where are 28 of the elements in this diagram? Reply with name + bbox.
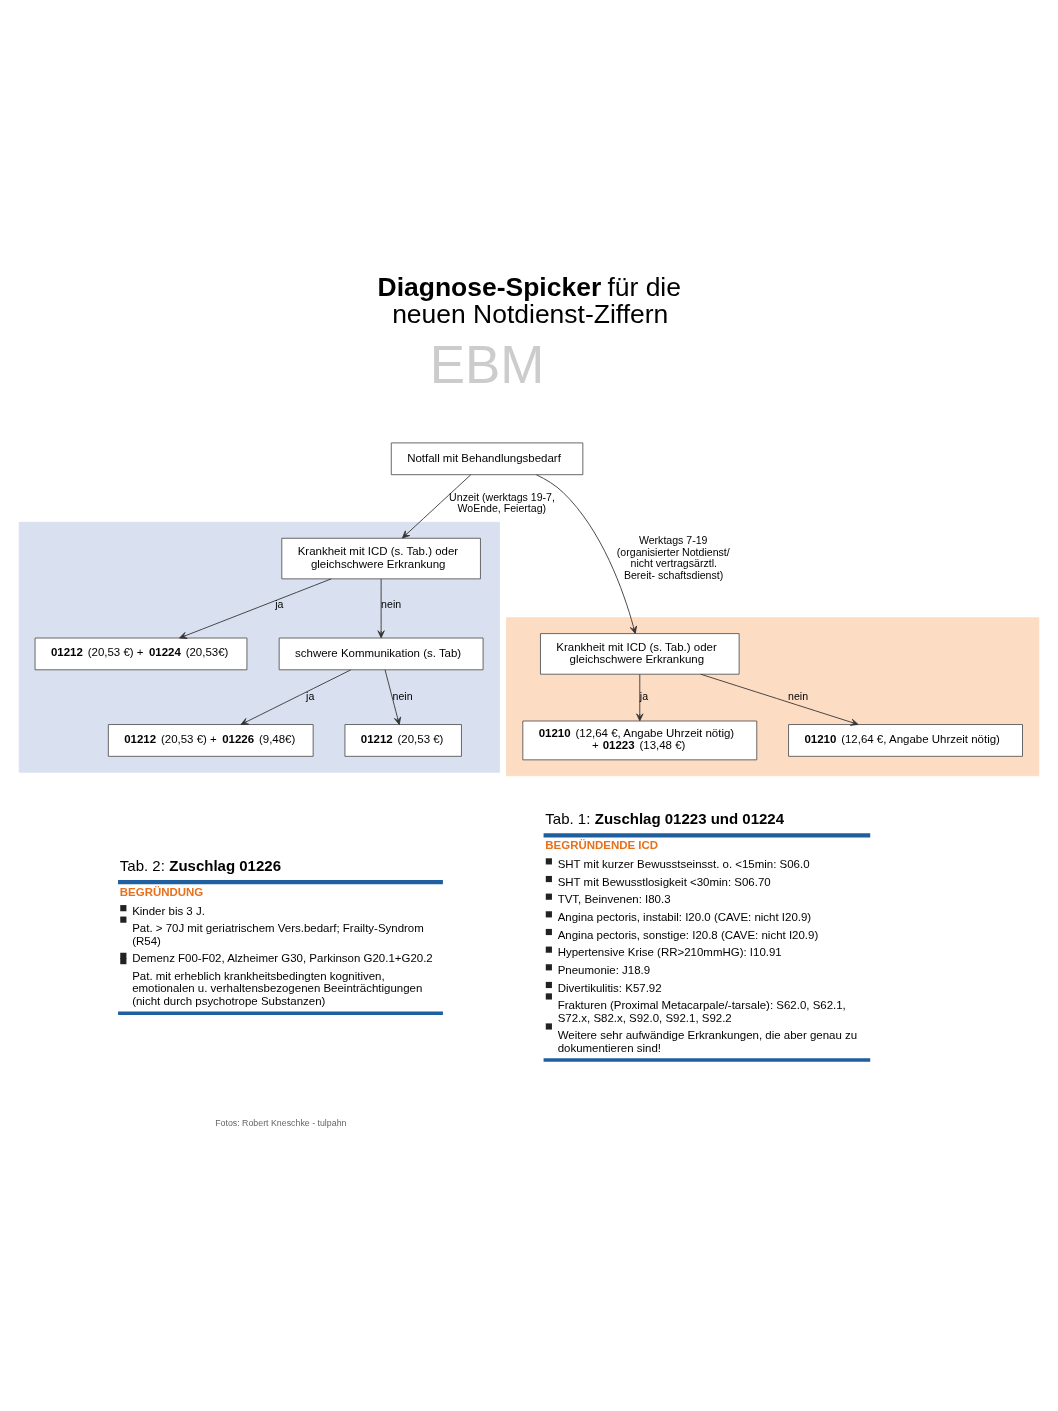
label: SHT mit kurzer Bewusstseinsst. o. <15min: S06.0 bbox=[557, 857, 810, 870]
label: Tab. 2: Zuschlag 01226 bbox=[119, 856, 281, 874]
edge-label: ja bbox=[275, 597, 284, 610]
edge-label: nein bbox=[392, 689, 413, 702]
label: BEGRÜNDUNG bbox=[119, 885, 204, 898]
label: Frakturen (Proximal Metacarpale/-tarsale): S62.0, S62.1, S72.x, S82.x, S92.0, S92.1, S92.2 bbox=[557, 998, 846, 1024]
label: BEGRÜNDENDE ICD bbox=[545, 838, 659, 851]
label: Angina pectoris, sonstige: I20.8 (CAVE: nicht I20.9) bbox=[557, 928, 819, 941]
label: Angina pectoris, instabil: I20.0 (CAVE: nicht I20.9) bbox=[557, 910, 812, 923]
label: TVT, Beinvenen: I80.3 bbox=[557, 892, 671, 905]
edge-label: ja bbox=[639, 689, 649, 702]
label: SHT mit Bewusstlosigkeit <30min: S06.70 bbox=[557, 875, 771, 888]
label: Divertikulitis: K57.92 bbox=[557, 981, 662, 994]
edge-label: nein bbox=[788, 689, 809, 702]
label: Pat. mit erheblich krankheitsbedingten kognitiven, emotionalen u. verhaltensbezogenen Beeinträchtigungen (nicht durch psychotrope Substanzen) bbox=[132, 969, 423, 1007]
label: Pat. > 70J mit geriatrischem Vers.bedarf; Frailty-Syndrom (R54) bbox=[132, 921, 424, 947]
edge-label: nein bbox=[381, 597, 402, 610]
label: Weitere sehr aufwändige Erkrankungen, die aber genau zu dokumentieren sind! bbox=[557, 1028, 858, 1054]
label: Fotos: Robert Kneschke - tulpahn bbox=[215, 1117, 347, 1128]
label: Kinder bis 3 J. bbox=[132, 904, 205, 917]
label: Pneumonie: J18.9 bbox=[557, 963, 651, 976]
edge-label: Werktags 7-19 (organisierter Notdienst/ nicht vertragsärztl. Bereit- schaftsdienst) bbox=[616, 533, 730, 581]
label: Demenz F00-F02, Alzheimer G30, Parkinson G20.1+G20.2 bbox=[132, 951, 433, 964]
label: Tab. 1: Zuschlag 01223 und 01224 bbox=[545, 809, 785, 827]
label: Hypertensive Krise (RR>210mmHG): I10.91 bbox=[557, 945, 782, 958]
edge-label: ja bbox=[306, 689, 315, 702]
diagram-title: Diagnose-Spicker für die neuen Notdienst-Ziffern bbox=[377, 271, 681, 329]
edge-label: Unzeit (werktags 19-7, WoEnde, Feiertag) bbox=[449, 490, 555, 514]
